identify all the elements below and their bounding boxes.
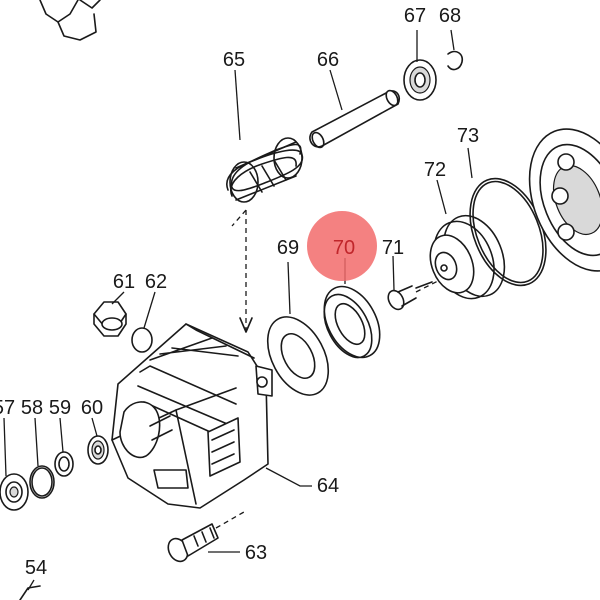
part-61-plug xyxy=(93,301,127,337)
part-72-cover xyxy=(429,214,506,300)
part-bearing-right-partial xyxy=(528,128,600,272)
leader-lines xyxy=(3,29,473,591)
callout-73: 73 xyxy=(457,125,479,147)
part-71-screw xyxy=(387,279,441,311)
part-57-nut xyxy=(0,473,29,511)
part-54-partial xyxy=(19,585,41,600)
callout-67: 67 xyxy=(404,5,426,27)
part-63-bolt xyxy=(167,511,245,563)
part-66-pin xyxy=(309,89,401,149)
part-68-circlip xyxy=(447,50,464,71)
callout-68: 68 xyxy=(439,5,461,27)
callout-66: 66 xyxy=(317,49,339,71)
part-69-washer xyxy=(266,316,330,396)
callout-61: 61 xyxy=(113,271,135,293)
part-67-bearing xyxy=(403,59,437,101)
callout-62: 62 xyxy=(145,271,167,293)
callout-58: 58 xyxy=(21,397,43,419)
callout-63: 63 xyxy=(245,542,267,564)
part-64-housing xyxy=(111,323,273,509)
callout-60: 60 xyxy=(81,397,103,419)
part-65-spring xyxy=(226,137,304,203)
callout-64: 64 xyxy=(317,475,339,497)
callout-72: 72 xyxy=(424,159,446,181)
callout-57: 57 xyxy=(0,397,15,419)
assembly-arrow-spring xyxy=(231,209,253,333)
callout-labels: 67 68 66 65 73 72 69 70 71 61 62 57 58 5… xyxy=(0,5,479,579)
callout-71: 71 xyxy=(382,237,404,259)
part-58-oring xyxy=(29,465,55,499)
callout-70: 70 xyxy=(333,237,355,259)
callout-59: 59 xyxy=(49,397,71,419)
callout-54: 54 xyxy=(25,557,47,579)
part-59-washer xyxy=(54,451,74,477)
clamp-partial xyxy=(39,0,101,41)
part-62-oring xyxy=(131,327,153,353)
callout-69: 69 xyxy=(277,237,299,259)
highlight-circle xyxy=(307,211,377,281)
part-60-bearing xyxy=(87,435,109,465)
callout-65: 65 xyxy=(223,49,245,71)
part-70-seal xyxy=(323,285,381,359)
